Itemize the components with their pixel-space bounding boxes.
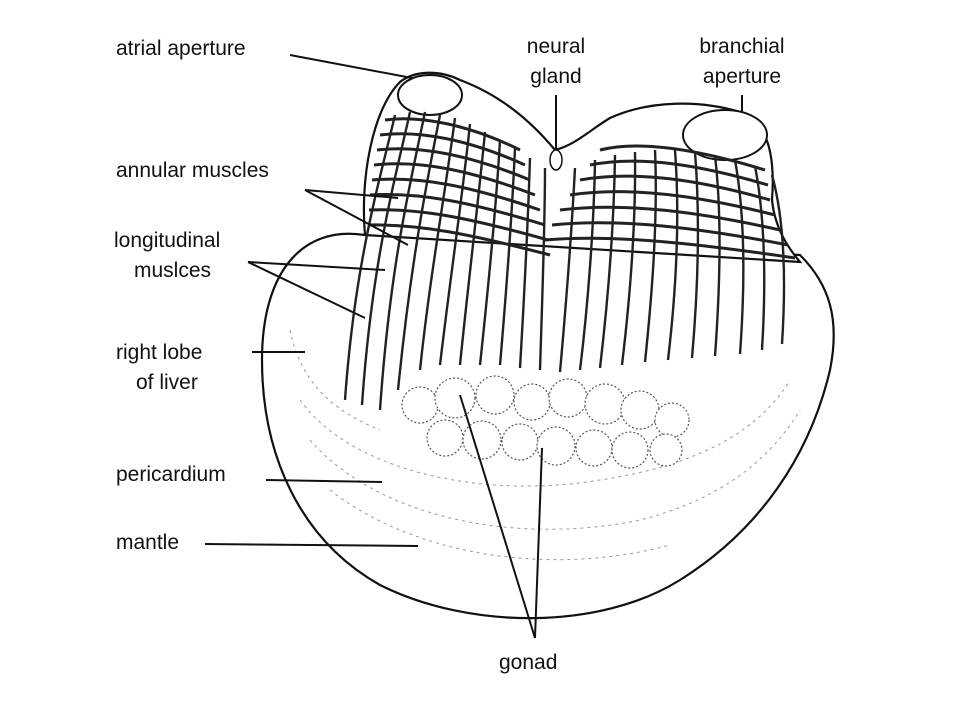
leader-lines xyxy=(204,54,743,639)
label-annular-muscles: annular muscles xyxy=(116,159,269,182)
label-longitudinal-muscles-line1: longitudinal xyxy=(114,229,221,252)
label-gonad: gonad xyxy=(499,651,558,674)
longitudinal-muscles xyxy=(343,111,786,411)
label-neural-gland-line1: neural xyxy=(526,35,586,58)
label-longitudinal-muscles-line2: muslces xyxy=(134,259,212,282)
neural-gland xyxy=(549,149,563,171)
label-pericardium: pericardium xyxy=(116,463,226,486)
inner-contours xyxy=(289,329,801,561)
label-atrial-aperture: atrial aperture xyxy=(116,37,246,60)
annular-muscles-right xyxy=(544,144,796,260)
label-branchial-aperture-line1: branchial xyxy=(699,35,785,58)
label-right-lobe-liver-line1: right lobe xyxy=(116,341,203,364)
label-neural-gland-line2: gland xyxy=(530,65,582,88)
label-branchial-aperture-line2: aperture xyxy=(702,65,782,88)
label-mantle: mantle xyxy=(116,531,180,554)
gonad-lobes xyxy=(401,375,690,469)
label-right-lobe-liver-line2: of liver xyxy=(136,371,198,394)
atrial-aperture-opening xyxy=(397,74,463,116)
